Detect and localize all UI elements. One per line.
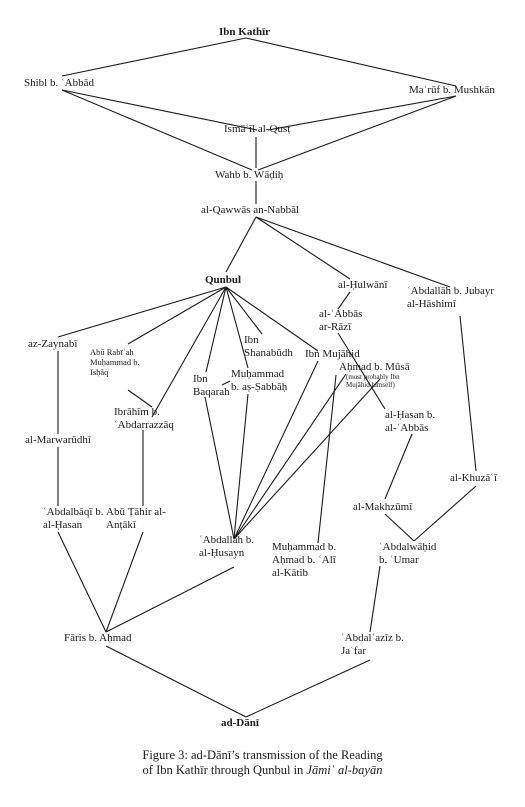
edge bbox=[369, 565, 381, 633]
node-ibn-kathir: Ibn Kathīr bbox=[219, 26, 271, 38]
node-muh-sabbah: Muḥammad b. aṣ-Ṣabbāḥ bbox=[231, 368, 288, 393]
edge bbox=[61, 37, 247, 77]
node-abdallah-jubayr: ʿAbdallāh b. Jubayr al-Hāshimī bbox=[407, 285, 495, 310]
edge bbox=[233, 393, 249, 540]
edge bbox=[61, 89, 258, 131]
node-ibn-shanabudh: Ibn Shanabūdh bbox=[244, 334, 293, 359]
caption-work-title: Jāmiʿ al-bayān bbox=[306, 763, 383, 777]
node-zaynabi: az-Zaynabī bbox=[28, 338, 78, 350]
edge bbox=[233, 378, 381, 540]
edge bbox=[105, 566, 235, 633]
edge bbox=[105, 531, 144, 633]
edge bbox=[337, 332, 386, 410]
edge bbox=[225, 286, 263, 335]
node-hulwani: al-Ḥulwānī bbox=[338, 279, 388, 291]
edge bbox=[225, 286, 319, 352]
node-abu-tahir: Abū Ṭāhir al- Anṭākī bbox=[106, 506, 166, 531]
edge bbox=[225, 286, 249, 369]
node-dani: ad-Dānī bbox=[221, 717, 259, 729]
edge bbox=[57, 286, 227, 338]
edge bbox=[127, 389, 153, 408]
edge bbox=[337, 291, 351, 310]
node-abu-rabiah: Abū Rabīʿah Muḥammad b. Isḥāq bbox=[90, 347, 140, 377]
node-ibn-mujahid: Ibn Mujāhid bbox=[305, 348, 360, 360]
caption-line-2: of Ibn Kathīr through Qunbul in Jāmiʿ al… bbox=[0, 763, 525, 778]
node-wahb: Wahb b. Wāḍiḥ bbox=[215, 169, 284, 181]
edge bbox=[255, 216, 351, 280]
edge bbox=[413, 485, 477, 542]
node-ibrahim: Ibrāhīm b. ʿAbdarrazzāq bbox=[114, 406, 174, 431]
edge bbox=[233, 360, 319, 540]
figure-caption: Figure 3: ad-Dānī’s transmission of the … bbox=[0, 748, 525, 778]
caption-line-2-prefix: of Ibn Kathīr through Qunbul in bbox=[142, 763, 307, 777]
edge bbox=[267, 95, 457, 131]
node-muh-katib: Muḥammad b. Aḥmad b. ʿAlī al-Kātib bbox=[272, 541, 337, 579]
node-abbas-razi: al-ʿAbbās ar-Rāzī bbox=[319, 308, 363, 333]
node-abdallah-husayn: ʿAbdallāh b. al-Ḥusayn bbox=[199, 534, 254, 559]
edge bbox=[384, 513, 415, 542]
edge bbox=[105, 645, 247, 718]
edge bbox=[151, 286, 227, 418]
node-makhzumi: al-Makhzūmī bbox=[353, 501, 413, 513]
edge bbox=[61, 89, 253, 171]
node-ahmad-musa-note: (most probably Ibn Mujāhid himself) bbox=[346, 373, 400, 389]
node-abdalwahid: ʿAbdalwāḥid b. ʿUmar bbox=[379, 541, 437, 566]
node-abdalaziz: ʿAbdalʿazīz b. Jaʿfar bbox=[341, 632, 404, 657]
edge bbox=[57, 531, 107, 633]
node-ismail: Ismāʿīl al-Qusṭ bbox=[224, 123, 291, 135]
edge bbox=[384, 433, 413, 500]
node-qawwas: al-Qawwās an-Nabbāl bbox=[201, 204, 300, 216]
edge bbox=[257, 95, 457, 171]
edge bbox=[221, 380, 231, 386]
node-ibn-baqarah: Ibn Baqarah bbox=[193, 373, 230, 398]
edge bbox=[127, 286, 227, 345]
node-qunbul: Qunbul bbox=[205, 274, 242, 286]
node-hasan-abbas: al-Ḥasan b. al-ʿAbbās bbox=[385, 409, 436, 434]
edge bbox=[459, 315, 477, 472]
caption-line-1: Figure 3: ad-Dānī’s transmission of the … bbox=[142, 748, 383, 762]
node-shibl: Shibl b. ʿAbbād bbox=[24, 77, 94, 89]
node-marwarudhi: al-Marwarūdhī bbox=[25, 434, 91, 446]
edge bbox=[205, 286, 227, 373]
edge bbox=[245, 659, 371, 718]
edge bbox=[225, 216, 257, 273]
edge bbox=[317, 374, 337, 544]
node-abdalbaqi: ʿAbdalbāqī b. al-Ḥasan bbox=[43, 506, 104, 531]
node-ahmad-musa: Aḥmad b. Mūsā bbox=[339, 361, 410, 373]
edge bbox=[233, 373, 347, 540]
node-maruf: Maʿrūf b. Mushkān bbox=[409, 84, 495, 96]
node-khuzai: al-Khuzāʿī bbox=[450, 472, 498, 484]
edge bbox=[255, 216, 451, 288]
edge bbox=[245, 37, 457, 87]
edge bbox=[204, 396, 235, 540]
node-faris: Fāris b. Aḥmad bbox=[64, 632, 132, 644]
